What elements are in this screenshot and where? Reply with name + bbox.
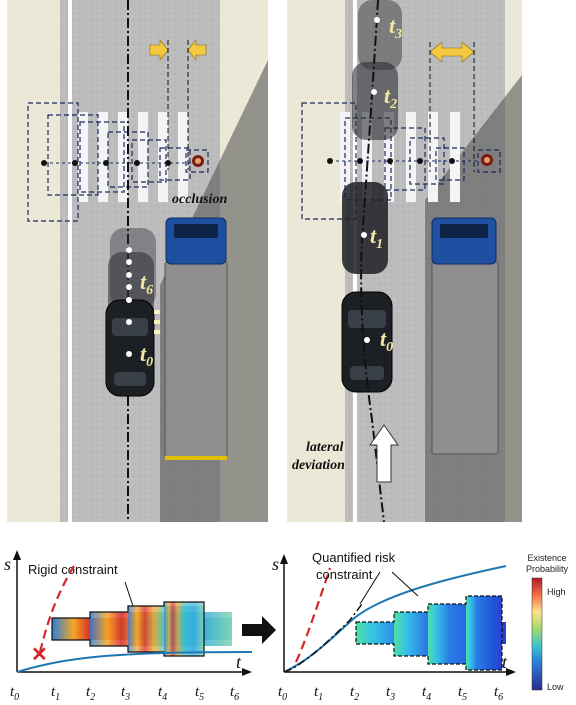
left-rigid-constraint-curve (38, 565, 75, 653)
right-t0-label: t0 (380, 326, 393, 355)
rigid-constraint-leader (124, 581, 134, 607)
colorbar-high-label: High (547, 587, 566, 597)
right-t1-label: t1 (370, 223, 383, 252)
lateral-arrow-icon (369, 424, 399, 483)
right-y-axis-arrow-icon (280, 554, 288, 564)
road-edge-line (68, 0, 72, 522)
right-t2-label: t2 (384, 83, 397, 112)
truck-trailer-right (431, 261, 499, 455)
left-chart: s t Rigid constraint ✕ t0 t1 t2 t3 t4 t5… (4, 550, 253, 703)
right-tick-t4: t4 (422, 684, 431, 703)
truck-trailer-left (164, 261, 228, 458)
occlusion-label: occlusion (172, 192, 227, 207)
constraint-label: constraint (316, 567, 373, 582)
colorbar-low-label: Low (547, 682, 564, 692)
infeasible-x-icon: ✕ (31, 644, 48, 666)
pedestrian-right-head (484, 157, 490, 163)
left-risk-region (51, 601, 232, 657)
left-tick-t6: t6 (230, 684, 239, 703)
risk-leader-1 (359, 571, 381, 605)
left-tick-t4: t4 (158, 684, 167, 703)
right-rigid-constraint-curve (294, 567, 332, 663)
pedestrian-left-head (195, 158, 201, 164)
ego-car-left-windshield (112, 318, 148, 336)
left-t6-label: t6 (140, 269, 153, 298)
ghost-car-t2 (352, 62, 398, 140)
lateral-label: lateral (306, 440, 343, 455)
right-tick-t6: t6 (494, 684, 503, 703)
left-tick-t1: t1 (51, 684, 60, 703)
left-y-axis-arrow-icon (13, 550, 21, 560)
right-x-label: t (502, 652, 508, 672)
right-tick-t1: t1 (314, 684, 323, 703)
narrow-arrow-left-icon (187, 39, 207, 61)
right-chart: s t Quantified risk constraint t0 t1 t2 … (272, 550, 516, 703)
left-scene: occlusion t6 t0 (7, 0, 268, 522)
right-tick-t2: t2 (350, 684, 359, 703)
right-tick-t3: t3 (386, 684, 395, 703)
left-tick-t5: t5 (195, 684, 204, 703)
pedestrian-path-dots-right (327, 158, 455, 164)
right-t3-label: t3 (389, 13, 402, 42)
right-trajectory-curve (283, 565, 507, 673)
braking-marks-left (154, 310, 160, 334)
left-ticks: t0 t1 t2 t3 t4 t5 t6 (10, 684, 239, 703)
crosswalk-left (78, 112, 188, 202)
colorbar-title-1: Existence (527, 553, 566, 563)
deviation-label: deviation (292, 458, 345, 473)
colorbar: Existence Probability High Low (526, 553, 569, 692)
trajectory-dots-right (361, 17, 380, 343)
left-tick-t3: t3 (121, 684, 130, 703)
right-risk-constraint-curve (283, 603, 363, 673)
risk-leader-2 (391, 571, 419, 597)
left-t0-label: t0 (140, 341, 153, 370)
right-y-label: s (272, 554, 279, 574)
trajectory-dots-left (126, 247, 132, 357)
left-tick-t0: t0 (10, 684, 19, 703)
quantified-risk-label: Quantified risk (312, 550, 396, 565)
truck-windshield-left (174, 224, 218, 238)
right-tick-t5: t5 (458, 684, 467, 703)
ghost-car-t1 (342, 182, 388, 274)
ego-car-left-rear-window (114, 372, 146, 386)
left-y-label: s (4, 554, 11, 574)
right-ticks: t0 t1 t2 t3 t4 t5 t6 (278, 684, 503, 703)
colorbar-title-2: Probability (526, 564, 569, 574)
transition-arrow-icon (242, 616, 276, 644)
left-x-axis-arrow-icon (242, 668, 252, 676)
right-tick-t0: t0 (278, 684, 287, 703)
ghost-car-t3 (358, 0, 402, 70)
right-risk-region (355, 595, 506, 671)
right-x-axis-arrow-icon (506, 668, 516, 676)
left-trajectory-curve (16, 651, 253, 673)
trailer-bumper-left (165, 456, 227, 460)
reference-line-right (360, 0, 385, 523)
left-tick-t2: t2 (86, 684, 95, 703)
ego-car-right-windshield (348, 310, 386, 328)
left-x-label: t (236, 652, 242, 672)
right-scene: lateral deviation t3 t2 t1 t0 (287, 0, 522, 523)
narrow-arrow-right-icon (149, 39, 169, 61)
colorbar-gradient (531, 577, 543, 691)
truck-windshield-right (440, 224, 488, 238)
